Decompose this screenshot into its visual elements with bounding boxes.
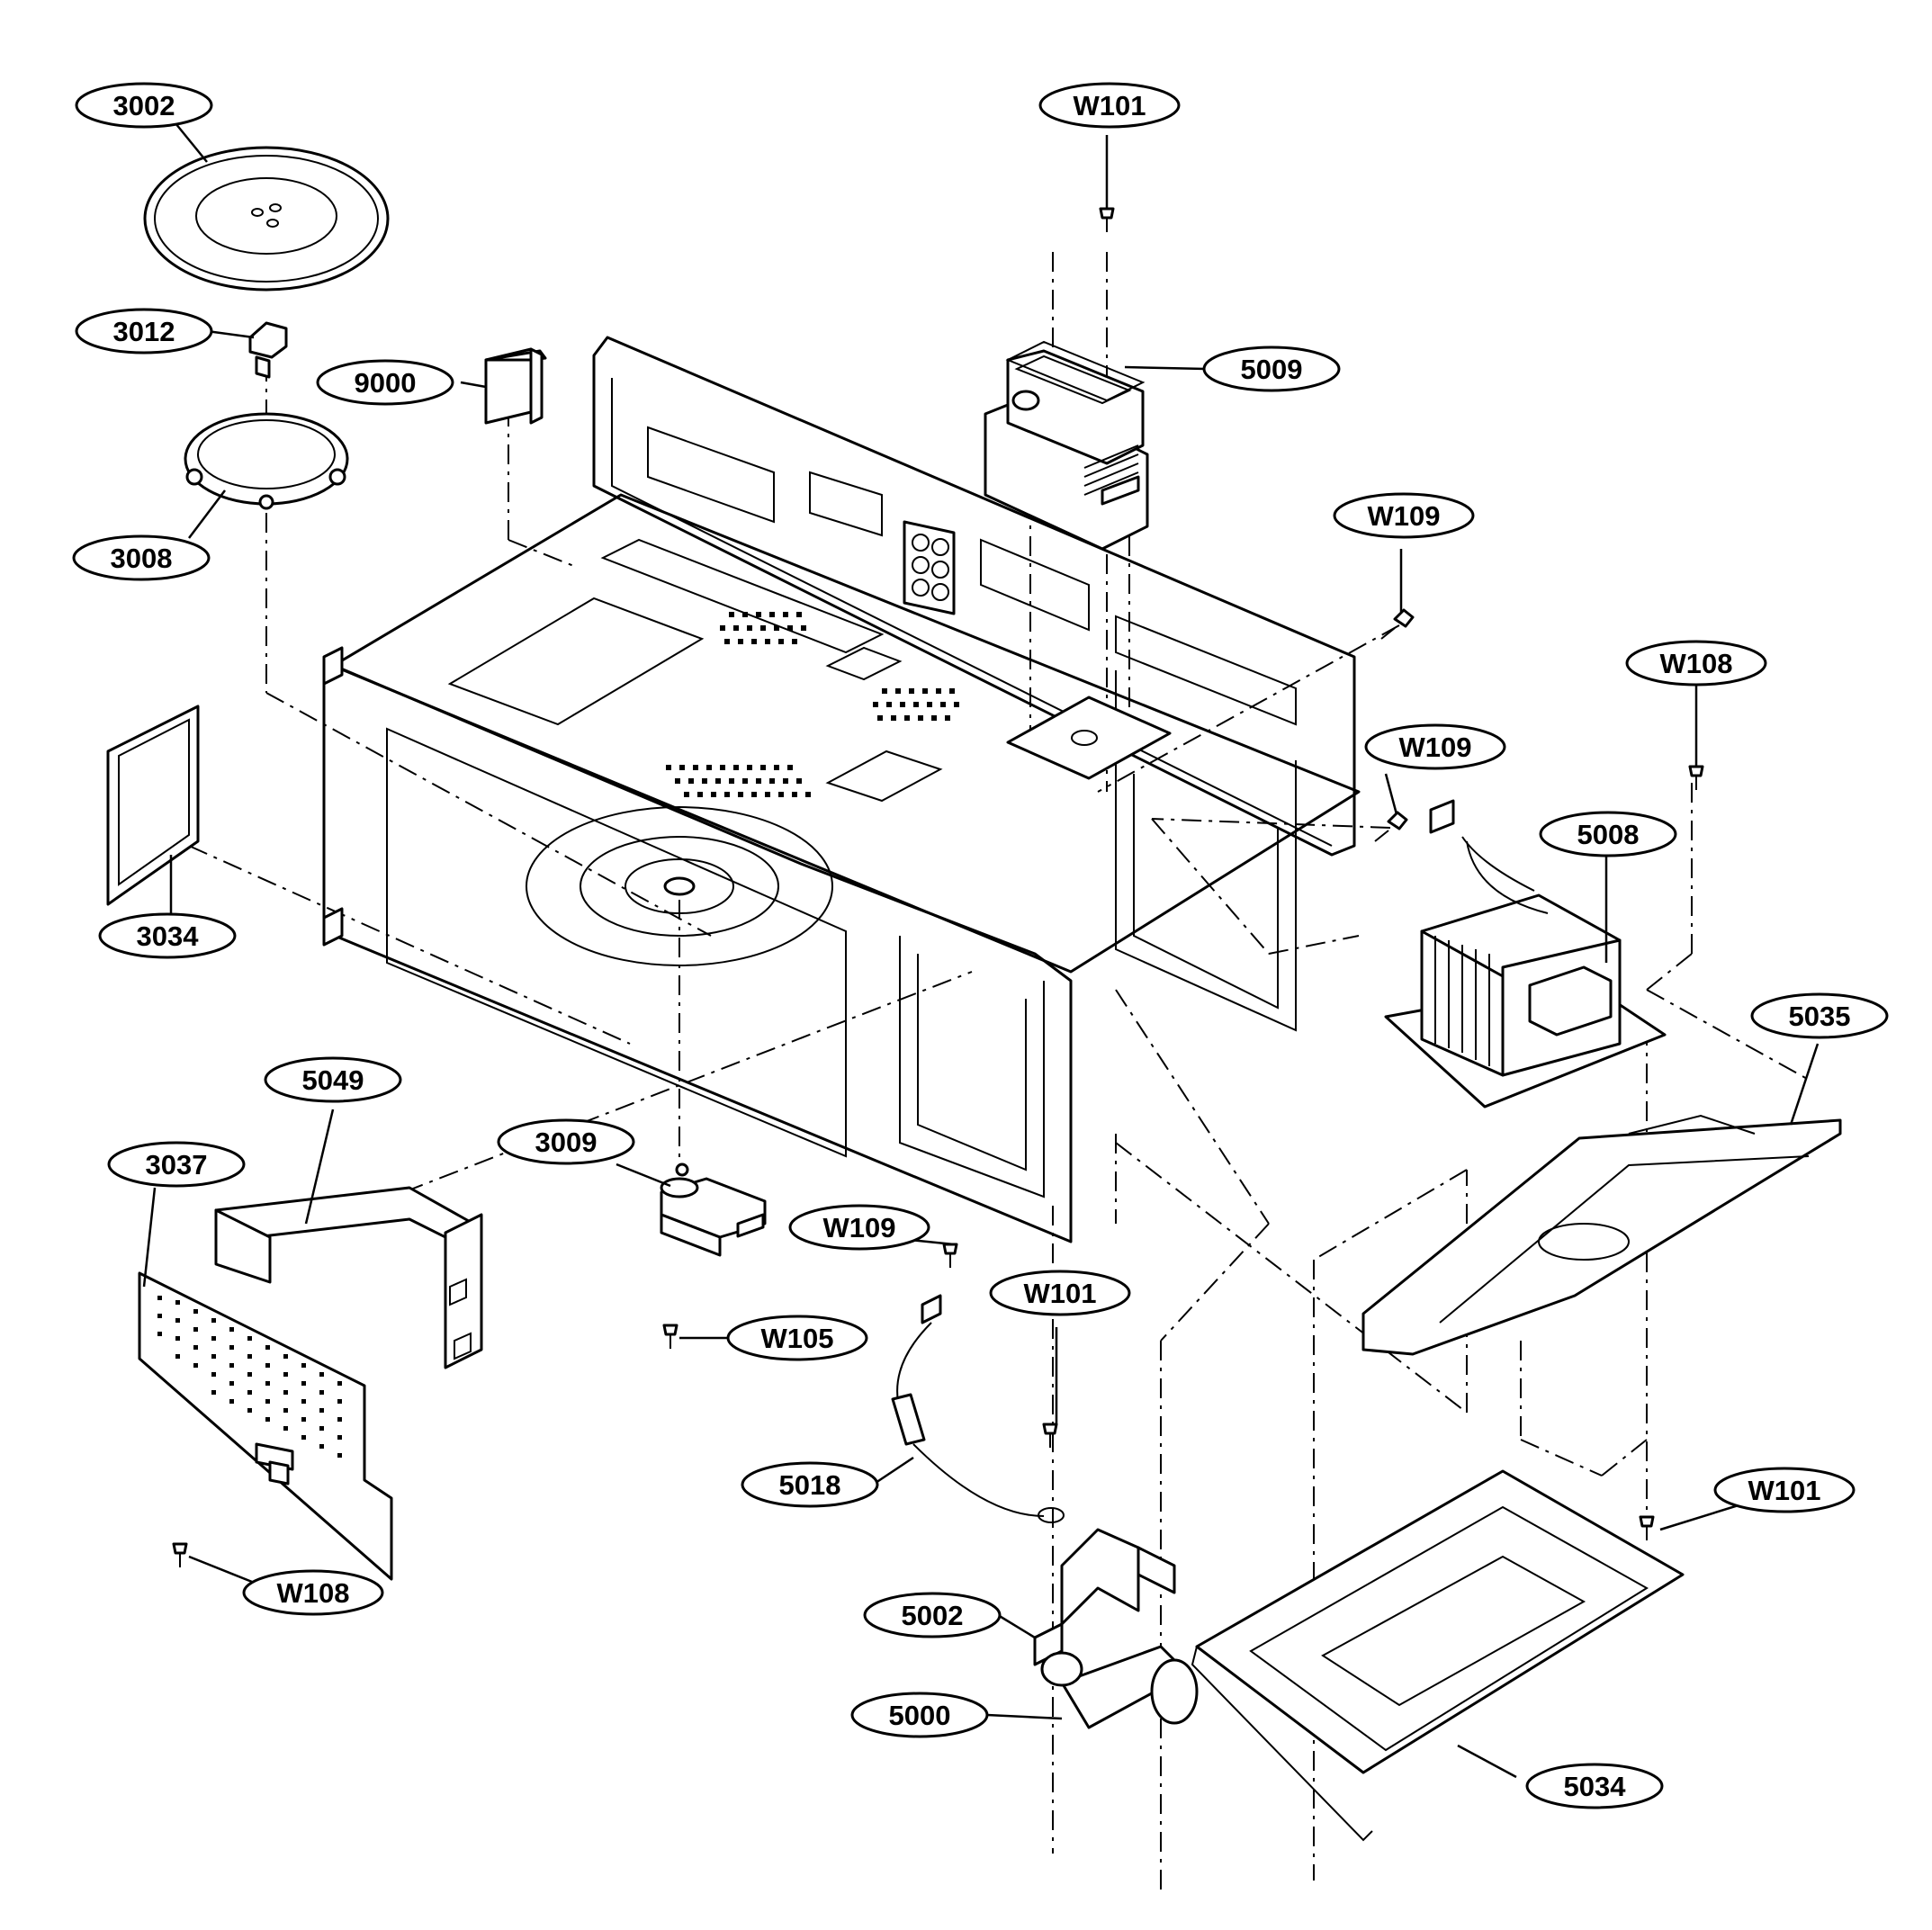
glass-tray-icon [143, 146, 390, 292]
callout-5034: 5034 [1525, 1763, 1664, 1809]
callout-3009: 3009 [497, 1118, 635, 1165]
part-5034-plate [1191, 1469, 1685, 1842]
vent-grill-top [720, 612, 806, 644]
callout-w109-middle: W109 [1364, 723, 1506, 770]
callout-5018-text: 5018 [779, 1469, 841, 1501]
callout-5008: 5008 [1539, 811, 1677, 857]
vent-grill-front [666, 765, 811, 797]
callout-w109-upper-text: W109 [1368, 500, 1441, 532]
callout-w108-right-text: W108 [1660, 648, 1733, 679]
callout-5009-text: 5009 [1241, 354, 1303, 385]
callout-5002-text: 5002 [902, 1600, 964, 1631]
callout-3012-text: 3012 [113, 316, 175, 347]
roller-ring-icon [184, 412, 349, 510]
callout-w101-right: W101 [1713, 1467, 1856, 1513]
callout-w109-lower: W109 [788, 1204, 930, 1251]
callout-5049-text: 5049 [302, 1064, 364, 1096]
callout-w109-upper: W109 [1333, 492, 1475, 539]
callout-5000-text: 5000 [889, 1700, 951, 1731]
part-3034-plate [106, 705, 200, 906]
callout-w101-top-text: W101 [1074, 90, 1146, 121]
callout-9000: 9000 [316, 359, 454, 406]
callout-w109-middle-text: W109 [1399, 732, 1472, 763]
part-3037-panel [138, 1271, 393, 1581]
callout-5034-text: 5034 [1564, 1771, 1627, 1802]
part-9000-block [484, 347, 547, 425]
transformer-icon [1384, 799, 1667, 1109]
callout-w105-text: W105 [761, 1323, 834, 1354]
callout-3037-text: 3037 [146, 1149, 208, 1180]
callout-3012: 3012 [75, 308, 213, 355]
vent-grill-right [873, 688, 959, 721]
callout-5008-text: 5008 [1577, 819, 1640, 850]
callout-5002: 5002 [863, 1592, 1002, 1638]
callout-w105: W105 [726, 1315, 868, 1361]
callout-5018: 5018 [741, 1461, 879, 1508]
callout-w108-left-text: W108 [277, 1577, 350, 1609]
callout-w101-middle: W101 [989, 1270, 1131, 1316]
callout-3034-text: 3034 [137, 920, 200, 952]
callout-5049: 5049 [264, 1056, 402, 1103]
part-5049-bracket [214, 1186, 483, 1369]
magnetron-icon [984, 340, 1149, 551]
callout-w101-top: W101 [1038, 82, 1181, 129]
callout-3002-text: 3002 [113, 90, 175, 121]
capacitor-icon [1040, 1645, 1199, 1729]
screw-icon [172, 207, 1704, 1567]
callout-w108-right: W108 [1625, 640, 1767, 687]
part-5018-wire [891, 1294, 1065, 1523]
cavity-cabinet [322, 336, 1361, 1243]
coupler-icon [248, 321, 288, 379]
callout-3008: 3008 [72, 534, 211, 581]
callout-w101-right-text: W101 [1748, 1475, 1821, 1506]
callout-5035: 5035 [1750, 992, 1889, 1039]
callout-3037: 3037 [107, 1141, 246, 1188]
capacitor-bracket-icon [1033, 1528, 1176, 1666]
callout-5000: 5000 [850, 1692, 989, 1738]
callout-5035-text: 5035 [1789, 1001, 1851, 1032]
callout-w101-middle-text: W101 [1024, 1278, 1097, 1309]
callout-w108-left: W108 [242, 1569, 384, 1616]
part-5035-plate [1361, 1114, 1842, 1356]
callout-3009-text: 3009 [535, 1127, 598, 1158]
callout-3034: 3034 [98, 912, 237, 959]
callout-9000-text: 9000 [355, 367, 417, 399]
callout-w109-lower-text: W109 [823, 1212, 896, 1243]
callout-5009: 5009 [1202, 346, 1341, 392]
part-3009-motor [660, 1162, 767, 1257]
callout-3002: 3002 [75, 82, 213, 129]
callout-3008-text: 3008 [111, 543, 173, 574]
